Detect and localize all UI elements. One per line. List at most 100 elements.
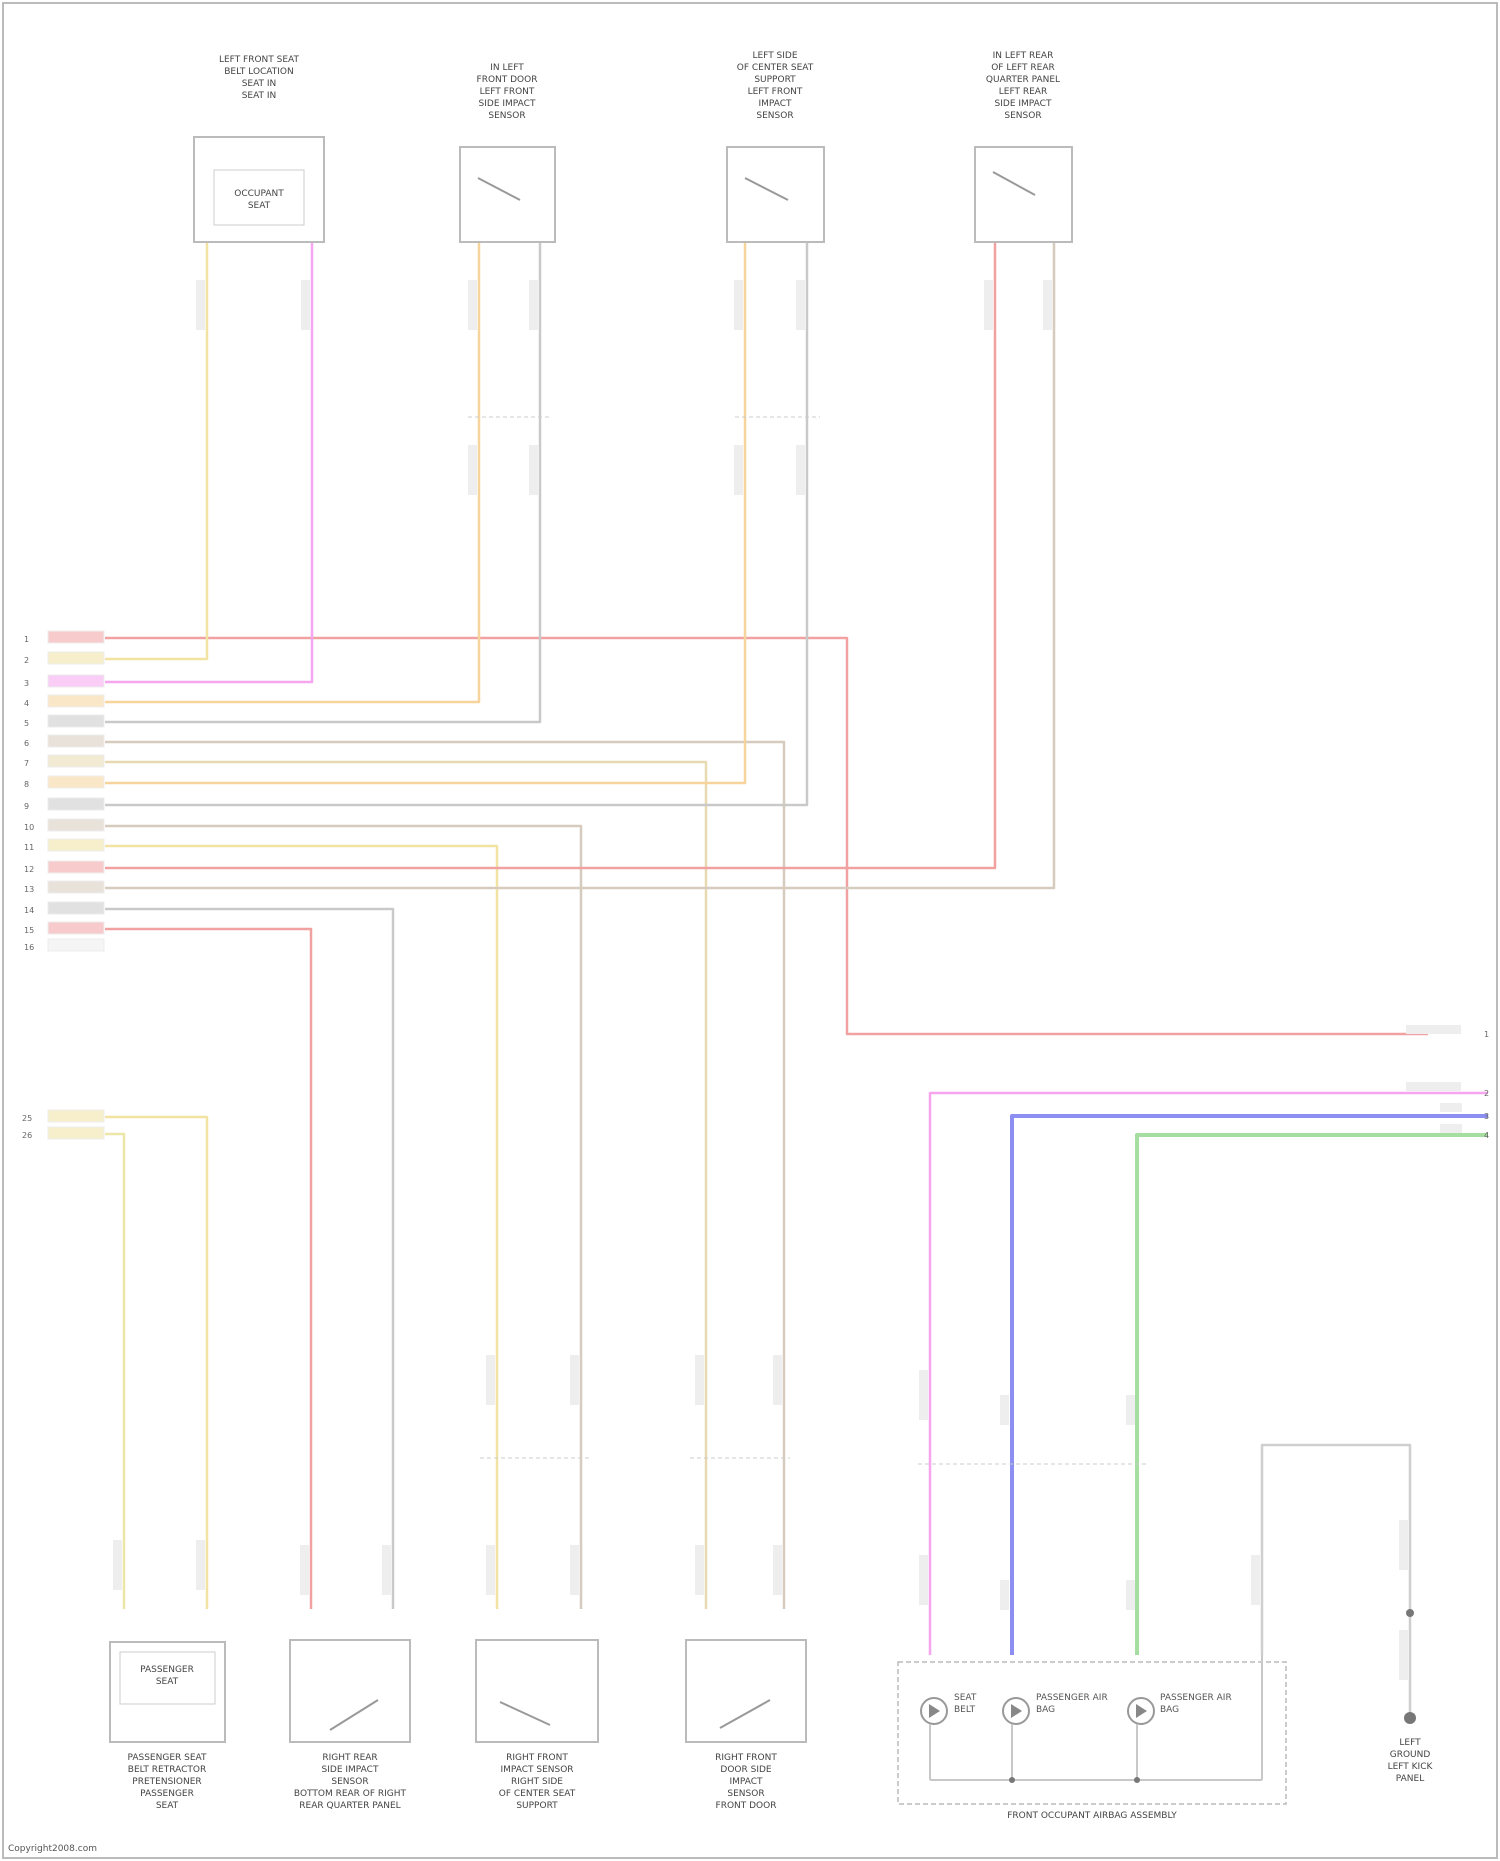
left-b-pillar-impact-sensor-caption-line: LEFT SIDE [752, 51, 797, 61]
passenger-belt-buckle-switch-inner-label: SEAT [156, 1677, 179, 1687]
wire-label-tag [1399, 1630, 1408, 1680]
wire-label-tag [382, 1545, 391, 1595]
lower-pin-number: 26 [22, 1131, 32, 1140]
led-label: SEAT [954, 1693, 977, 1703]
right-rear-impact-sensor-caption: RIGHT REARSIDE IMPACTSENSORBOTTOM REAR O… [294, 1753, 407, 1811]
module-pin-tag [48, 776, 104, 788]
right-front-impact-sensor-caption-line: IMPACT SENSOR [500, 1765, 573, 1775]
wire-label-tag [113, 1540, 122, 1590]
wire-label-tag [1251, 1555, 1260, 1605]
left-b-pillar-impact-sensor-caption-line: LEFT FRONT [748, 87, 803, 97]
module-pin-number: 7 [24, 759, 29, 768]
wire-blue-right [1012, 1116, 1488, 1655]
lower-pin-number: 25 [22, 1114, 32, 1123]
right-front-door-impact-sensor-box [686, 1640, 806, 1742]
module-pin-tag [48, 819, 104, 831]
wire-yellow-pin26 [105, 1134, 124, 1609]
module-pin-number: 15 [24, 926, 34, 935]
module-pin-tag [48, 652, 104, 664]
seat-occupant-sensor-caption-line: LEFT FRONT SEAT [219, 55, 300, 65]
wire-label-tag [1399, 1520, 1408, 1570]
wire-label-tag [1000, 1580, 1009, 1610]
right-rear-impact-sensor-caption-line: BOTTOM REAR OF RIGHT [294, 1789, 407, 1799]
wire-label-tag [196, 1540, 205, 1590]
left-rear-impact-sensor-caption-line: SIDE IMPACT [995, 99, 1052, 109]
ground-point-caption-line: GROUND [1390, 1750, 1431, 1760]
wire-label-tag [695, 1355, 704, 1405]
passenger-air-bag-led-icon-2 [1128, 1698, 1154, 1724]
left-b-pillar-impact-sensor-caption-line: SUPPORT [754, 75, 796, 85]
lower-pin-tag [48, 1127, 104, 1139]
led-label: BELT [954, 1705, 976, 1715]
left-rear-impact-sensor-box [975, 147, 1072, 242]
passenger-belt-buckle-switch-caption-line: PRETENSIONER [132, 1777, 201, 1787]
airbag-indicator-assembly-box [898, 1662, 1286, 1804]
module-pin-number: 3 [24, 679, 29, 688]
module-pin-number: 8 [24, 780, 29, 789]
right-front-impact-sensor-caption-line: OF CENTER SEAT [499, 1789, 576, 1799]
module-pin-tag [48, 695, 104, 707]
right-rear-impact-sensor-caption-line: RIGHT REAR [322, 1753, 377, 1763]
left-b-pillar-impact-sensor-caption-line: IMPACT [758, 99, 792, 109]
module-pin-tag [48, 939, 104, 951]
right-front-door-impact-sensor-caption-line: DOOR SIDE [720, 1765, 772, 1775]
right-rear-impact-sensor-box [290, 1640, 410, 1742]
left-rear-impact-sensor-caption-line: QUARTER PANEL [986, 75, 1060, 85]
right-rear-impact-sensor-caption-line: SIDE IMPACT [322, 1765, 379, 1775]
left-b-pillar-impact-sensor-caption-line: SENSOR [756, 111, 793, 121]
module-pin-tag [48, 631, 104, 643]
airbag-indicator-assembly-caption-line: FRONT OCCUPANT AIRBAG ASSEMBLY [1007, 1811, 1177, 1821]
module-pin-tag [48, 839, 104, 851]
wire-label-tag [1406, 1025, 1461, 1034]
module-pin-tag [48, 922, 104, 934]
passenger-belt-buckle-switch-caption-line: PASSENGER SEAT [128, 1753, 207, 1763]
wire-label-tag [570, 1545, 579, 1595]
right-front-door-impact-sensor-caption-line: SENSOR [727, 1789, 764, 1799]
module-pin-number: 4 [24, 699, 29, 708]
ground-point-caption-line: LEFT [1399, 1738, 1421, 1748]
module-pin-number: 2 [24, 656, 29, 665]
wire-label-tag [196, 280, 205, 330]
module-pin-tag [48, 798, 104, 810]
ground-point-caption-line: LEFT KICK [1388, 1762, 1434, 1772]
wire-yellow-pin25 [105, 1117, 207, 1609]
passenger-belt-buckle-switch-caption-line: PASSENGER [140, 1789, 194, 1799]
left-b-pillar-impact-sensor-caption-line: OF CENTER SEAT [737, 63, 814, 73]
lower-pin-tag [48, 1110, 104, 1122]
left-front-door-impact-sensor-caption-line: IN LEFT [490, 63, 524, 73]
wire-label-tag [1126, 1580, 1135, 1610]
wire-yellow-row2 [105, 240, 207, 659]
wire-label-tag [796, 445, 805, 495]
wire-label-tag [695, 1545, 704, 1595]
wire-label-tag [1000, 1395, 1009, 1425]
footer-credit: Copyright2008.com [8, 1844, 97, 1854]
seat-occupant-sensor-caption-line: BELT LOCATION [224, 67, 293, 77]
left-front-door-impact-sensor-caption-line: SENSOR [488, 111, 525, 121]
ground-symbol-icon [1404, 1712, 1416, 1724]
led-label: BAG [1160, 1705, 1179, 1715]
module-pin-number: 9 [24, 802, 29, 811]
led-label: PASSENGER AIR [1036, 1693, 1108, 1703]
ground-point-caption-line: PANEL [1396, 1774, 1424, 1784]
wire-yellow-row11 [105, 846, 497, 1609]
wire-label-tag [773, 1355, 782, 1405]
led-label: PASSENGER AIR [1160, 1693, 1232, 1703]
wire-grey-row9 [105, 240, 807, 805]
wire-label-tag [796, 280, 805, 330]
led-label: BAG [1036, 1705, 1055, 1715]
right-front-impact-sensor-caption-line: RIGHT FRONT [506, 1753, 568, 1763]
wire-label-tag [570, 1355, 579, 1405]
right-front-door-impact-sensor-caption-line: FRONT DOOR [716, 1801, 777, 1811]
left-rear-impact-sensor-caption-line: OF LEFT REAR [991, 63, 1055, 73]
module-pin-tag [48, 902, 104, 914]
wire-grey-row14 [105, 909, 393, 1609]
module-pin-tag [48, 755, 104, 767]
passenger-air-bag-led-icon-1 [1003, 1698, 1029, 1724]
wire-label-tag [773, 1545, 782, 1595]
wire-label-tag [984, 280, 993, 330]
ground-splice-dot [1406, 1609, 1414, 1617]
module-pin-number: 11 [24, 843, 34, 852]
left-rear-impact-sensor-caption-line: SENSOR [1004, 111, 1041, 121]
